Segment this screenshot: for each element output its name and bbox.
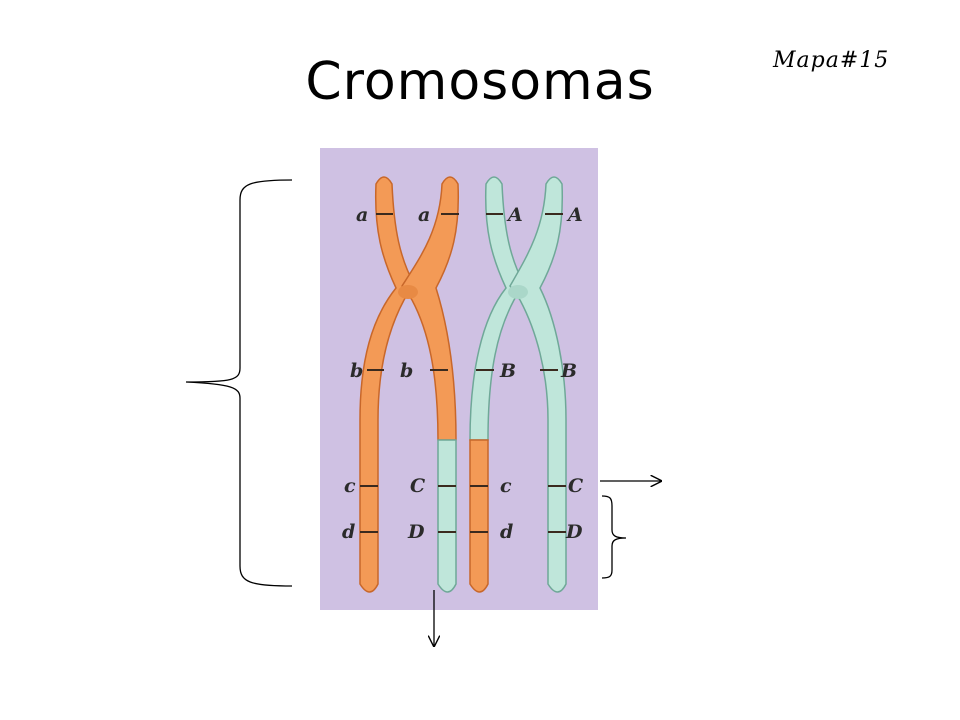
left-curly-bracket bbox=[185, 179, 293, 587]
left-centromere bbox=[398, 285, 418, 299]
gene-label-C2: C bbox=[410, 475, 425, 497]
gene-label-B2: B bbox=[560, 360, 577, 382]
gene-label-A1: A bbox=[506, 204, 523, 226]
teal-chromatid-right bbox=[509, 176, 567, 593]
gene-label-D4: D bbox=[565, 521, 583, 543]
right-centromere bbox=[508, 285, 528, 299]
orange-crossover-segment-right bbox=[469, 439, 489, 593]
gene-label-a1: a bbox=[356, 204, 368, 226]
right-chromosome bbox=[469, 176, 567, 593]
gene-label-b1: b bbox=[350, 360, 363, 382]
gene-label-b2: b bbox=[400, 360, 413, 382]
teal-chromatid-left-upper bbox=[469, 176, 525, 441]
gene-label-d3: d bbox=[500, 521, 513, 543]
gene-label-d1: d bbox=[342, 521, 355, 543]
teal-crossover-segment-left bbox=[437, 439, 457, 593]
gene-label-c3: c bbox=[500, 475, 512, 497]
gene-label-D2: D bbox=[407, 521, 425, 543]
gene-label-B1: B bbox=[499, 360, 516, 382]
orange-chromatid-left bbox=[359, 176, 415, 593]
map-number-label: Mapa#15 bbox=[773, 48, 890, 73]
left-chromosome bbox=[359, 176, 460, 593]
gene-label-a2: a bbox=[418, 204, 430, 226]
orange-chromatid-right-upper bbox=[401, 176, 460, 441]
gene-label-C4: C bbox=[568, 475, 583, 497]
page-title: Cromosomas bbox=[305, 52, 655, 112]
gene-label-A2: A bbox=[566, 204, 583, 226]
right-small-bracket bbox=[601, 495, 627, 579]
gene-label-c1: c bbox=[344, 475, 356, 497]
